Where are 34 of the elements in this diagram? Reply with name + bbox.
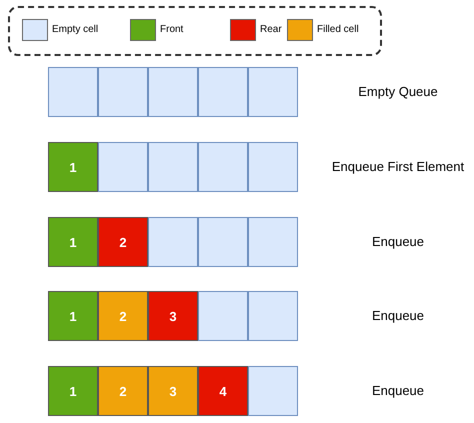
queue-cell <box>98 142 148 192</box>
row-caption: Enqueue First Element <box>332 159 464 174</box>
legend-label: Front <box>160 24 184 35</box>
queue-cell <box>248 67 298 117</box>
queue-cell: 3 <box>148 291 198 341</box>
queue-cell <box>48 67 98 117</box>
queue-cell <box>198 217 248 267</box>
queue-cell: 1 <box>48 217 98 267</box>
row-caption: Enqueue <box>372 234 424 249</box>
queue-cell: 1 <box>48 366 98 416</box>
queue-cell: 1 <box>48 291 98 341</box>
queue-cell <box>148 142 198 192</box>
queue-cell: 2 <box>98 291 148 341</box>
queue-cell <box>248 366 298 416</box>
queue-cell <box>198 142 248 192</box>
row-caption: Empty Queue <box>358 84 438 99</box>
queue-cell: 2 <box>98 217 148 267</box>
queue-cell <box>248 142 298 192</box>
queue-cell <box>148 67 198 117</box>
queue-cell <box>98 67 148 117</box>
queue-cell <box>198 67 248 117</box>
queue-cell: 2 <box>98 366 148 416</box>
legend-label: Empty cell <box>52 24 98 35</box>
queue-cell: 4 <box>198 366 248 416</box>
row-caption: Enqueue <box>372 308 424 323</box>
legend-label: Rear <box>260 24 282 35</box>
queue-cell: 3 <box>148 366 198 416</box>
queue-cell: 1 <box>48 142 98 192</box>
queue-cell <box>248 291 298 341</box>
queue-cell <box>198 291 248 341</box>
row-caption: Enqueue <box>372 383 424 398</box>
queue-cell <box>248 217 298 267</box>
legend-label: Filled cell <box>317 24 359 35</box>
queue-cell <box>148 217 198 267</box>
